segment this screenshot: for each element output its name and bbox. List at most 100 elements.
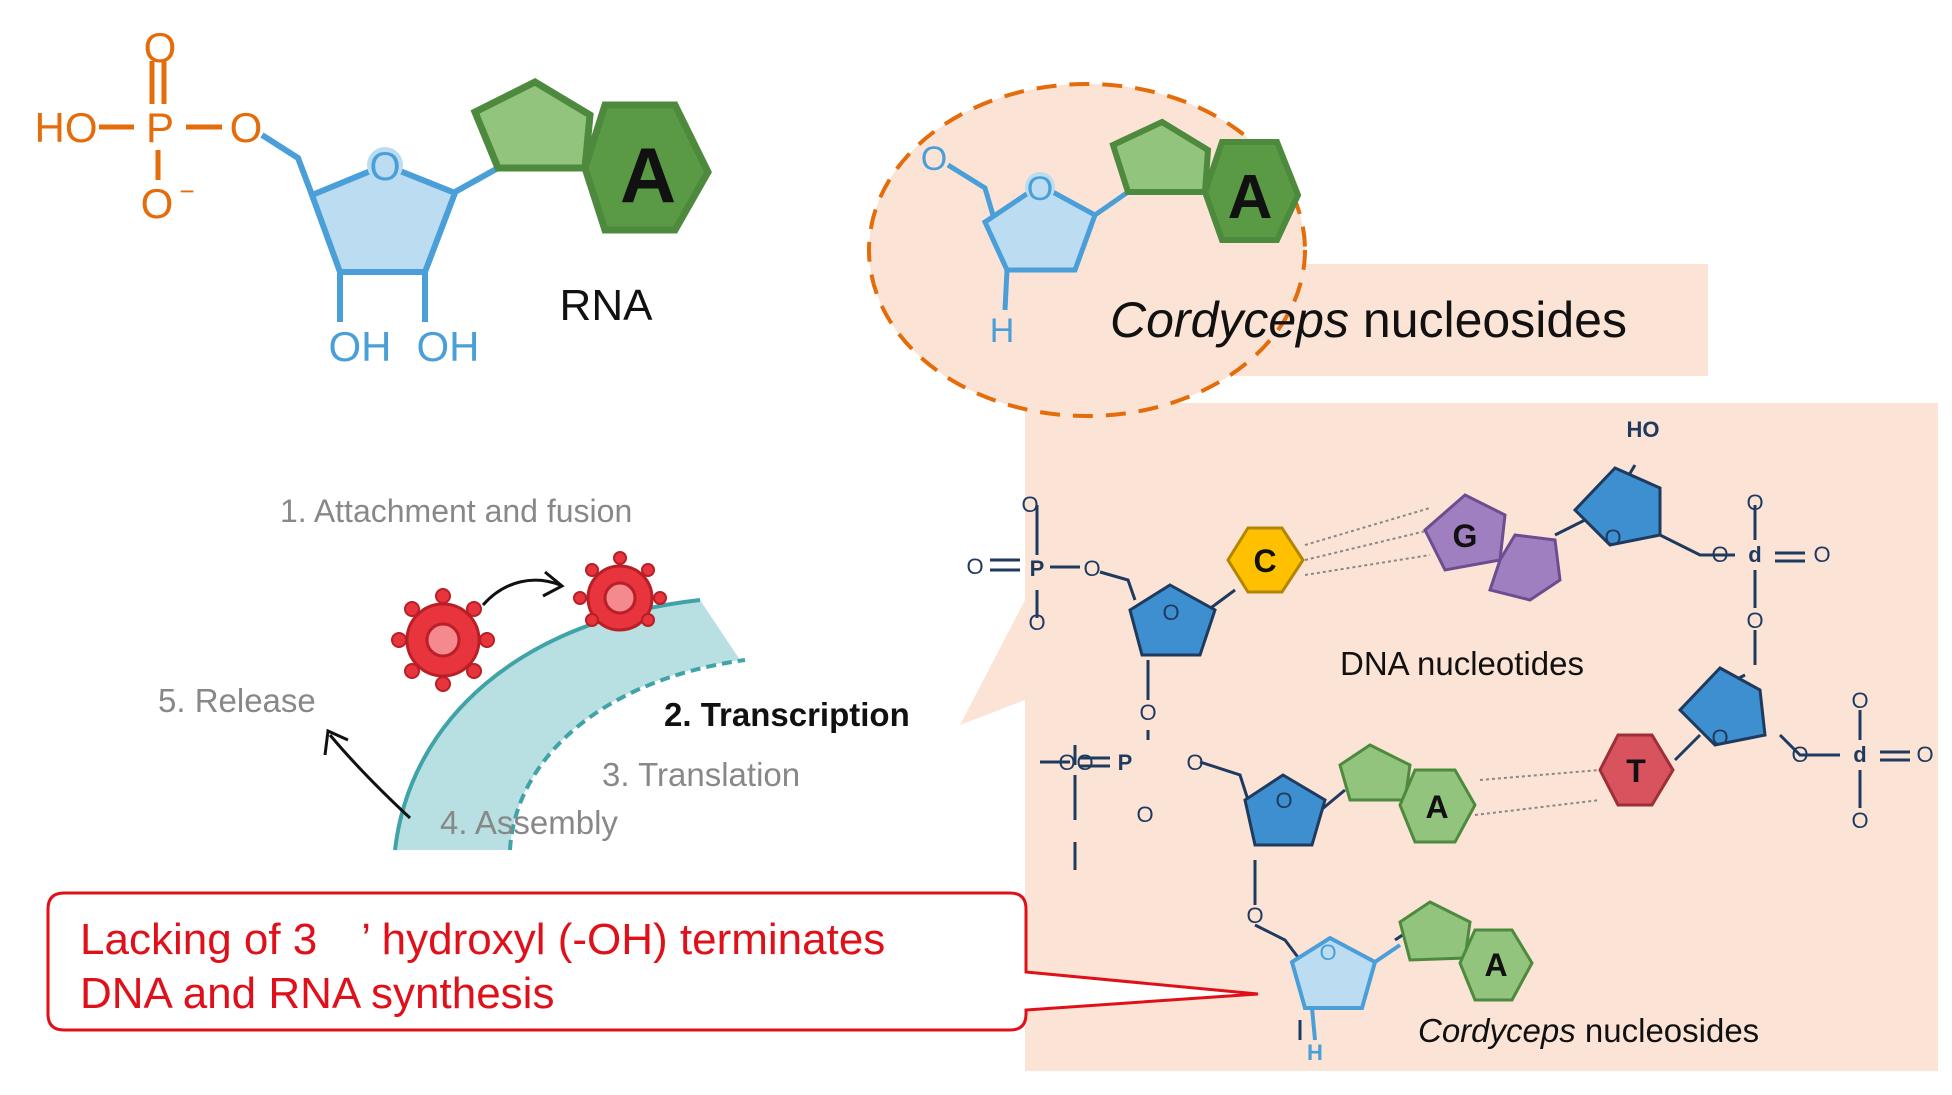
atom-o-14: O — [1604, 525, 1621, 550]
atom-o-12: O — [1246, 903, 1263, 928]
cordycepin-top-ribose-ring — [981, 182, 1099, 273]
step-4-assembly: 4. Assembly — [440, 804, 618, 841]
atom-o-17: O — [1813, 542, 1830, 567]
rna-base-letter: A — [620, 131, 676, 219]
cordycepin-bottom-base-letter: A — [1484, 947, 1507, 983]
atom-o-5: O — [1162, 600, 1179, 625]
membrane-inner-edge — [508, 658, 746, 851]
cordycepin-top-base-hexagon — [1201, 139, 1302, 243]
dna-hydrogen-bonds — [1304, 507, 1601, 816]
dna-nucleotides: C G A T A O O P O O O O O O P O O O O — [966, 417, 1933, 1065]
atom-d-2: d — [1853, 742, 1866, 767]
rna-oh-right: OH — [417, 323, 480, 370]
rna-ribose-bonds — [260, 132, 500, 322]
atom-o-6: O — [1139, 700, 1156, 725]
atom-o-15: O — [1711, 542, 1728, 567]
cordycepin-top-label-rest: nucleosides — [1349, 292, 1627, 348]
rna-ring-o-bg — [367, 147, 403, 183]
cordycepin-top-base-pentagon — [1109, 118, 1212, 195]
cordycepin-bottom-base-hexagon — [1458, 928, 1534, 1002]
cell-membrane — [395, 600, 740, 850]
virus-particle-attached — [573, 551, 667, 632]
atom-o-10: O — [1136, 802, 1153, 827]
atom-o-1: O — [1021, 492, 1038, 517]
cordycepin-bottom-label-rest: nucleosides — [1576, 1012, 1759, 1049]
cordycepin-top-o5: O — [921, 140, 947, 178]
atom-p-2: P — [1118, 750, 1133, 775]
atom-p-1: P — [1030, 556, 1045, 581]
rna-label: RNA — [560, 281, 654, 330]
callout-shape — [46, 891, 1259, 1032]
cordycepin-bottom-glyco-bond — [1373, 943, 1402, 964]
rna-base-hexagon — [581, 101, 712, 234]
cordycepin-top-label: Cordyceps nucleosides — [1110, 292, 1627, 348]
rna-ribose-ring — [308, 161, 459, 275]
dna-nucleotides-label: DNA nucleotides — [1340, 645, 1584, 682]
cordycepin-top-base-letter: A — [1228, 163, 1273, 232]
arrow-release-head — [323, 728, 349, 756]
dna-sugar-1 — [1128, 583, 1217, 657]
atom-o-7: O — [1058, 750, 1075, 775]
dna-sugar-2 — [1243, 773, 1327, 847]
cordycepin-top-ring-o: O — [1027, 170, 1053, 208]
dna-base-g-letter: G — [1453, 518, 1478, 554]
atom-o-21: O — [1791, 742, 1808, 767]
atom-o-20: O — [1851, 688, 1868, 713]
rna-ring-o: O — [369, 145, 400, 189]
cordycepin-bottom-label-italic: Cordyceps — [1418, 1012, 1576, 1049]
arrow-release — [328, 734, 412, 820]
termination-callout: Lacking of 3 ’ hydroxyl (-OH) terminates… — [46, 891, 1259, 1032]
lifecycle-arrows — [323, 570, 565, 820]
atom-o-19: O — [1711, 725, 1728, 750]
dna-base-t-hexagon — [1598, 733, 1675, 807]
dna-base-g-hexagon — [1488, 533, 1562, 602]
dna-backbone-bonds — [990, 464, 1910, 1040]
dna-base-a-hexagon — [1398, 768, 1477, 844]
dna-base-c-letter: C — [1253, 543, 1276, 579]
cordycepin-bottom-base-pentagon — [1398, 900, 1472, 962]
atom-d-1: d — [1748, 542, 1761, 567]
virus-particle-free — [391, 588, 495, 692]
step-3-translation: 3. Translation — [602, 756, 800, 793]
phosphate-bonds — [99, 61, 222, 180]
step-2-transcription: 2. Transcription — [664, 696, 910, 733]
step-1-attachment: 1. Attachment and fusion — [280, 493, 632, 529]
atom-o-2: O — [966, 554, 983, 579]
atom-h-bottom: H — [1307, 1040, 1323, 1065]
phosphate-minus-sign: − — [179, 176, 194, 206]
dna-sugar-3 — [1572, 466, 1662, 547]
dna-sugar-4 — [1677, 666, 1767, 747]
cordycepin-bottom-h-bond — [1310, 1007, 1317, 1041]
cordycepin-top: O O H A Cordyceps nucleosides — [921, 118, 1627, 350]
atom-o-22: O — [1916, 742, 1933, 767]
atom-o-9: O — [1186, 750, 1203, 775]
atom-o-3: O — [1083, 556, 1100, 581]
rna-nucleotide: O HO P O O − O OH OH A RNA — [35, 24, 712, 370]
atom-ho: HO — [1627, 417, 1660, 442]
atom-o-16: O — [1746, 490, 1763, 515]
dna-base-a-pentagon — [1338, 743, 1412, 802]
cordycepin-top-bonds — [946, 162, 1130, 311]
dna-base-t-letter: T — [1626, 753, 1646, 789]
atom-o-23: O — [1851, 808, 1868, 833]
cordycepin-highlight-ellipse — [867, 82, 1307, 418]
atom-o-13: O — [1319, 940, 1336, 965]
phosphate-o-right: O — [230, 104, 263, 151]
rna-base-pentagon — [470, 78, 594, 172]
callout-line-1: Lacking of 3 ’ hydroxyl (-OH) terminates — [80, 915, 885, 964]
arrow-attachment-head — [542, 570, 565, 598]
dna-base-g-pentagon — [1423, 493, 1507, 572]
cordycepin-bottom-sugar — [1289, 935, 1378, 1010]
atom-o-11: O — [1275, 788, 1292, 813]
cordycepin-top-h: H — [990, 312, 1015, 350]
phosphate-o-top: O — [144, 24, 177, 71]
phosphate-p: P — [146, 104, 174, 151]
dna-base-a-letter: A — [1425, 789, 1448, 825]
rna-oh-left: OH — [329, 323, 392, 370]
cordycepin-top-label-italic: Cordyceps — [1110, 292, 1349, 348]
phosphate-ho: HO — [35, 104, 98, 151]
dna-atom-labels: O O P O O O O O O P O O O O O H HO O O O… — [966, 417, 1933, 1065]
callout-pointer-dna-panel — [960, 600, 1025, 725]
